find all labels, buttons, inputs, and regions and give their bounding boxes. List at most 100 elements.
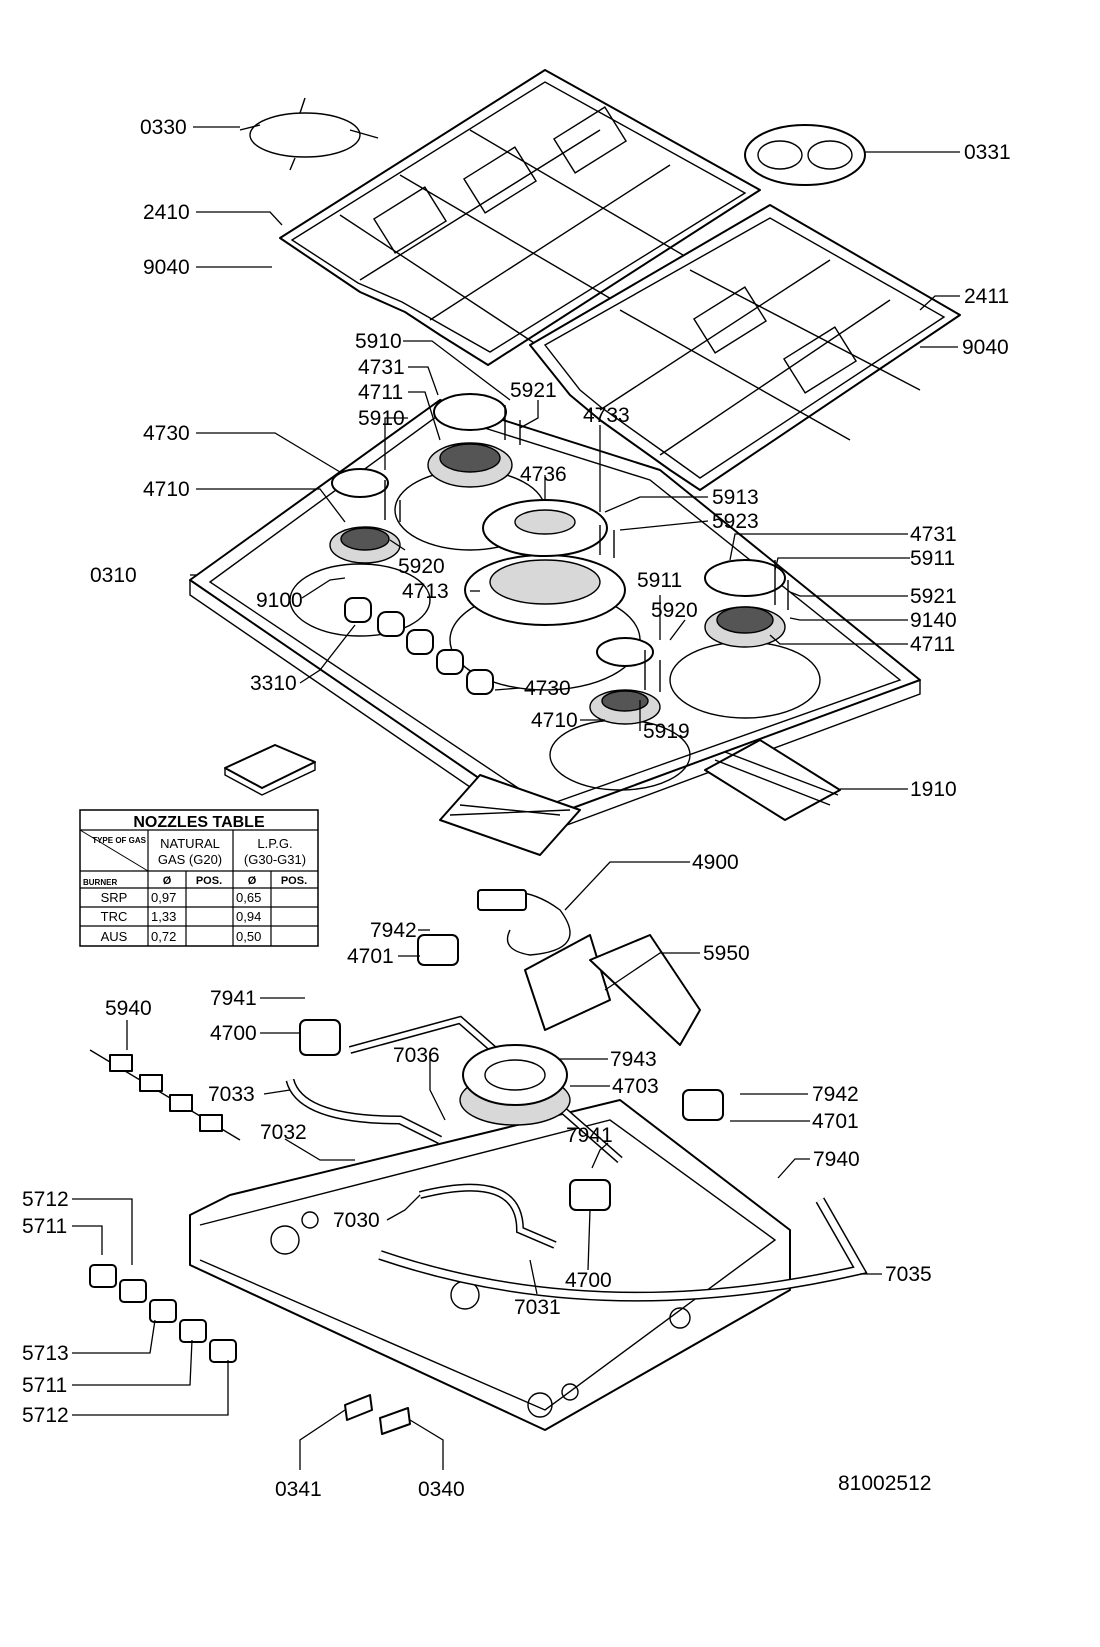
part-label-4711: 4711 <box>910 633 955 656</box>
gas-pipes <box>285 1015 868 1302</box>
part-label-4710: 4710 <box>531 709 578 732</box>
part-label-7033: 7033 <box>208 1083 255 1106</box>
part-label-4700: 4700 <box>565 1269 612 1292</box>
part-label-4711: 4711 <box>358 381 403 404</box>
part-label-4900: 4900 <box>692 851 739 874</box>
table-cell: AUS <box>101 929 128 944</box>
burner-header: BURNER <box>83 878 117 887</box>
part-label-9040: 9040 <box>143 256 190 279</box>
part-label-0330: 0330 <box>140 116 187 139</box>
part-label-4730: 4730 <box>143 422 190 445</box>
instruction-booklet <box>224 744 316 796</box>
burner-valve-units <box>299 934 724 1211</box>
part-label-4736: 4736 <box>520 463 567 486</box>
sub-header: Ø <box>248 875 257 887</box>
nozzles-table: NOZZLES TABLE TYPE OF GAS BURNER NATURAL… <box>79 809 319 947</box>
gas-column-spec: GAS (G20) <box>158 852 222 867</box>
part-label-7940: 7940 <box>813 1148 860 1171</box>
ignition-generator <box>524 934 701 1046</box>
pan-support-grid-left <box>279 69 761 366</box>
part-label-9140: 9140 <box>910 609 957 632</box>
simmer-plate-0331 <box>744 124 866 186</box>
gas-column-name: L.P.G. <box>257 836 292 851</box>
part-label-5923: 5923 <box>712 510 759 533</box>
table-cell: 0,72 <box>151 929 176 944</box>
part-label-0340: 0340 <box>418 1478 465 1501</box>
burner-right-rear <box>669 559 821 719</box>
burner-center-triple-ring <box>449 499 641 691</box>
leader-lines <box>72 126 960 1470</box>
part-label-9100: 9100 <box>256 589 303 612</box>
part-label-5911: 5911 <box>910 547 955 570</box>
mounting-brackets <box>344 1394 411 1435</box>
part-label-5910: 5910 <box>355 330 402 353</box>
part-label-7035: 7035 <box>885 1263 932 1286</box>
part-label-4701: 4701 <box>347 945 394 968</box>
table-cell: 1,33 <box>151 909 176 924</box>
table-cell: 0,65 <box>236 890 261 905</box>
part-label-0331: 0331 <box>964 141 1011 164</box>
part-label-0310: 0310 <box>90 564 137 587</box>
large-burner-base <box>459 1044 571 1126</box>
part-label-5712: 5712 <box>22 1188 69 1211</box>
ignition-switch-harness <box>89 1049 241 1141</box>
part-number-labels: 0330 0331 2410 9040 2411 9040 5910 4731 … <box>22 116 1011 1501</box>
ignition-cable <box>477 889 571 956</box>
table-cell: TRC <box>101 909 128 924</box>
part-label-5712: 5712 <box>22 1404 69 1427</box>
part-label-7941: 7941 <box>210 987 257 1010</box>
part-label-5919: 5919 <box>643 720 690 743</box>
part-label-5910: 5910 <box>358 407 405 430</box>
part-label-5921: 5921 <box>510 379 557 402</box>
table-cell: 0,97 <box>151 890 176 905</box>
drawing-number: 81002512 <box>838 1472 931 1495</box>
part-label-3310: 3310 <box>250 672 297 695</box>
part-label-4713: 4713 <box>402 580 449 603</box>
grease-filter <box>439 774 581 856</box>
sub-header: POS. <box>281 875 307 887</box>
part-label-2411: 2411 <box>964 285 1009 308</box>
part-label-5921: 5921 <box>910 585 957 608</box>
gas-taps <box>89 1264 237 1363</box>
gas-column-name: NATURAL <box>160 836 220 851</box>
part-label-5920: 5920 <box>651 599 698 622</box>
table-cell: 0,50 <box>236 929 261 944</box>
part-label-7032: 7032 <box>260 1121 307 1144</box>
gas-duct-strips <box>704 739 841 821</box>
part-label-4701: 4701 <box>812 1110 859 1133</box>
part-label-1910: 1910 <box>910 778 957 801</box>
part-label-2410: 2410 <box>143 201 190 224</box>
bottom-tray <box>189 1099 791 1431</box>
burner-left-front <box>289 468 431 637</box>
part-label-7031: 7031 <box>514 1296 561 1319</box>
part-label-0341: 0341 <box>275 1478 322 1501</box>
part-label-5913: 5913 <box>712 486 759 509</box>
part-label-7036: 7036 <box>393 1044 440 1067</box>
part-label-5950: 5950 <box>703 942 750 965</box>
part-label-4730: 4730 <box>524 677 571 700</box>
part-label-9040: 9040 <box>962 336 1009 359</box>
pan-support-grid-right <box>529 204 961 491</box>
part-label-5711: 5711 <box>22 1215 67 1238</box>
part-label-7030: 7030 <box>333 1209 380 1232</box>
part-label-4710: 4710 <box>143 478 190 501</box>
gas-column-spec: (G30-G31) <box>244 852 306 867</box>
part-label-7941: 7941 <box>566 1124 613 1147</box>
part-label-5713: 5713 <box>22 1342 69 1365</box>
type-of-gas-header: TYPE OF GAS <box>92 836 146 845</box>
part-label-5940: 5940 <box>105 997 152 1020</box>
sub-header: Ø <box>163 875 172 887</box>
part-label-7942: 7942 <box>370 919 417 942</box>
part-label-4731: 4731 <box>910 523 957 546</box>
part-label-5920: 5920 <box>398 555 445 578</box>
ignition-electrodes <box>384 405 789 692</box>
burner-right-front <box>549 637 691 791</box>
table-cell: 0,94 <box>236 909 261 924</box>
part-label-5711: 5711 <box>22 1374 67 1397</box>
control-knobs <box>344 597 494 695</box>
part-label-7942: 7942 <box>812 1083 859 1106</box>
table-cell: SRP <box>101 890 128 905</box>
part-label-4733: 4733 <box>583 404 630 427</box>
part-label-7943: 7943 <box>610 1048 657 1071</box>
